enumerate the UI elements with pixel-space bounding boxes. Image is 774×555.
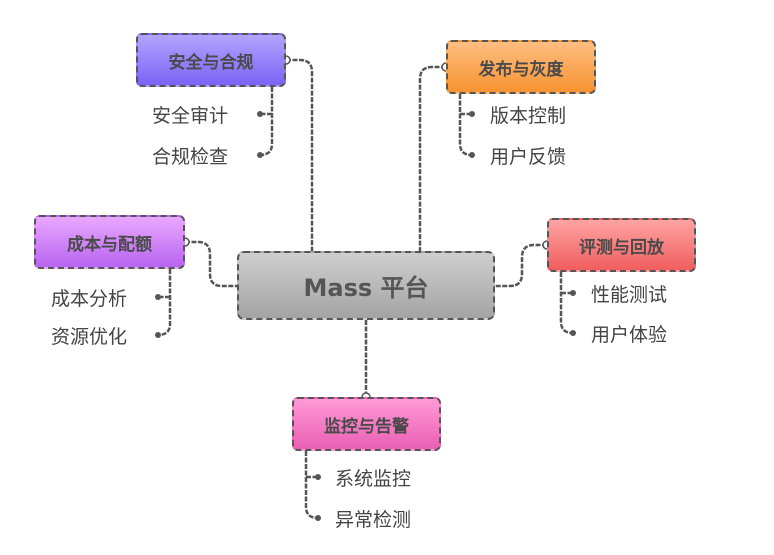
connector-release (418, 65, 446, 251)
leaf-resource-optimization[interactable]: 资源优化 (51, 326, 128, 348)
branch-security[interactable]: 安全与合规 (136, 33, 286, 87)
leaf-version-control[interactable]: 版本控制 (490, 105, 567, 127)
connector-cost (185, 240, 237, 288)
connector-monitoring-children (304, 451, 319, 520)
branch-label: 安全与合规 (168, 52, 254, 73)
branch-release[interactable]: 发布与灰度 (446, 40, 596, 94)
connector-security-children (259, 87, 274, 157)
leaf-security-audit[interactable]: 安全审计 (152, 105, 229, 127)
connector-evaluation (495, 243, 547, 288)
branch-label: 评测与回放 (579, 237, 664, 258)
leaf-user-feedback[interactable]: 用户反馈 (490, 146, 567, 168)
connector-security (286, 58, 314, 251)
connector-cost-children (157, 269, 172, 337)
leaf-anomaly-detection[interactable]: 异常检测 (335, 509, 412, 531)
leaf-performance-test[interactable]: 性能测试 (591, 284, 668, 306)
root-label: Mass 平台 (303, 274, 429, 302)
leaf-system-monitoring[interactable]: 系统监控 (335, 468, 412, 490)
leaf-compliance-check[interactable]: 合规检查 (152, 146, 229, 168)
connector-evaluation-children (559, 272, 574, 335)
leaf-cost-analysis[interactable]: 成本分析 (51, 288, 128, 310)
branch-label: 成本与配额 (67, 234, 152, 255)
connector-release-children (458, 94, 473, 157)
branch-label: 监控与告警 (324, 416, 409, 437)
branch-monitoring[interactable]: 监控与告警 (292, 397, 441, 451)
branch-cost[interactable]: 成本与配额 (34, 215, 185, 269)
branch-evaluation[interactable]: 评测与回放 (547, 218, 696, 272)
branch-label: 发布与灰度 (478, 59, 564, 80)
leaf-user-experience[interactable]: 用户体验 (591, 324, 668, 346)
root-node[interactable]: Mass 平台 (237, 251, 495, 320)
